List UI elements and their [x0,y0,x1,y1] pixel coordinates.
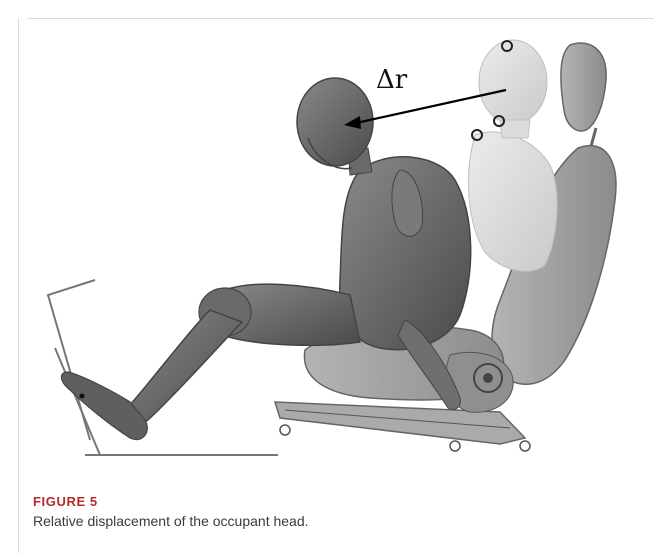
left-border [18,18,19,553]
figure-label: FIGURE 5 [33,494,98,509]
delta-r-label: Δr [376,65,408,95]
figure-caption: Relative displacement of the occupant he… [33,513,309,529]
top-border [28,18,654,19]
initial-occupant-ghost [468,40,557,271]
occupant-displacement-illustration: Δr [30,30,630,470]
